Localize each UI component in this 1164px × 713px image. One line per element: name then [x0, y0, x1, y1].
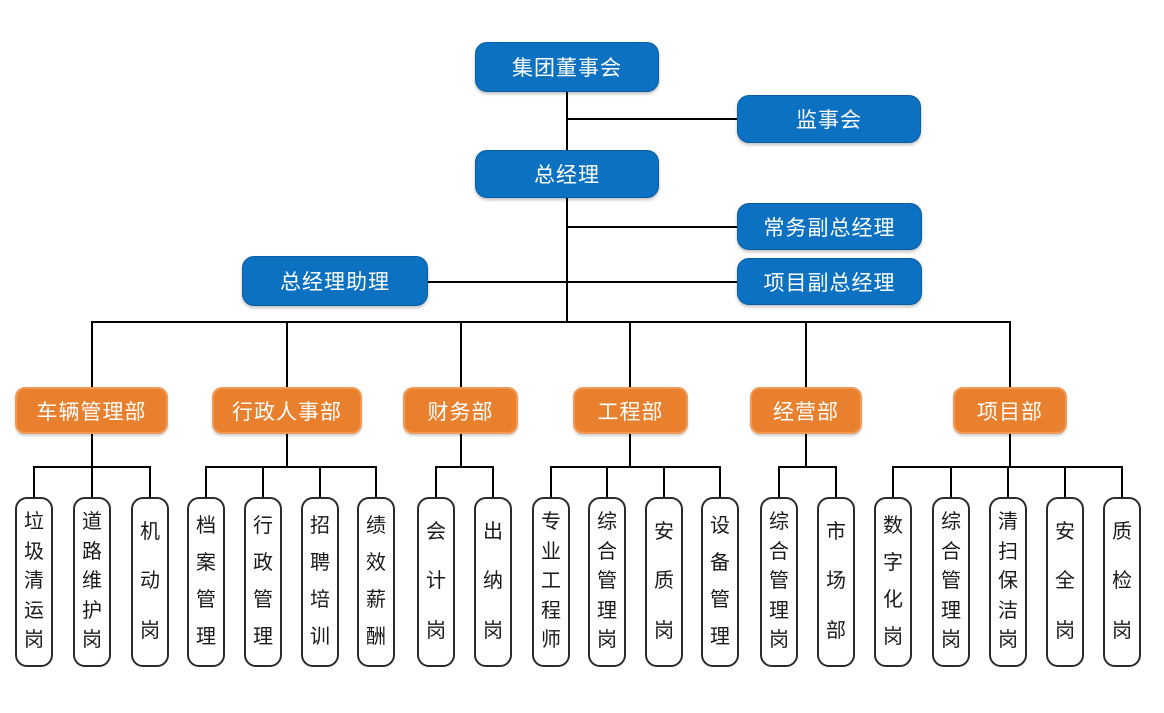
node-project-deputy-gm: 项目副总经理: [737, 258, 922, 305]
position-label: 道路维护岗: [82, 511, 102, 652]
position-label: 综合管理岗: [941, 511, 961, 652]
dept-box-finance: 财务部: [403, 387, 518, 434]
position-box: 综合管理岗: [932, 497, 970, 667]
position-box: 行政管理: [244, 497, 282, 667]
position-label: 会计岗: [426, 521, 446, 642]
position-box: 绩效薪酬: [357, 497, 395, 667]
position-box: 道路维护岗: [73, 497, 111, 667]
position-label: 机动岗: [140, 521, 160, 642]
dept-box-engineering: 工程部: [573, 387, 688, 434]
position-label: 垃圾清运岗: [24, 511, 44, 652]
dept-box-vehicle-mgmt: 车辆管理部: [15, 387, 168, 434]
position-box: 清扫保洁岗: [989, 497, 1027, 667]
position-box: 专业工程师: [532, 497, 570, 667]
position-label: 综合管理岗: [769, 511, 789, 652]
position-box: 安质岗: [645, 497, 683, 667]
position-box: 档案管理: [187, 497, 225, 667]
position-box: 机动岗: [131, 497, 169, 667]
position-label: 档案管理: [196, 515, 216, 648]
dept-box-admin-hr: 行政人事部: [212, 387, 362, 434]
position-label: 市场部: [826, 521, 846, 642]
node-supervisory-board: 监事会: [737, 95, 921, 143]
position-box: 招聘培训: [301, 497, 339, 667]
position-label: 专业工程师: [541, 511, 561, 652]
position-box: 综合管理岗: [760, 497, 798, 667]
node-gm-assistant: 总经理助理: [242, 256, 428, 306]
position-label: 综合管理岗: [597, 511, 617, 652]
position-label: 招聘培训: [310, 515, 330, 648]
position-box: 数字化岗: [874, 497, 912, 667]
position-label: 清扫保洁岗: [998, 511, 1018, 652]
position-box: 质检岗: [1103, 497, 1141, 667]
position-label: 安全岗: [1055, 521, 1075, 642]
position-label: 出纳岗: [483, 521, 503, 642]
node-general-manager: 总经理: [475, 150, 659, 198]
position-label: 数字化岗: [883, 515, 903, 648]
position-label: 绩效薪酬: [366, 515, 386, 648]
position-label: 质检岗: [1112, 521, 1132, 642]
node-group-board: 集团董事会: [475, 42, 659, 92]
position-label: 设备管理: [710, 515, 730, 648]
position-box: 设备管理: [701, 497, 739, 667]
position-label: 安质岗: [654, 521, 674, 642]
dept-box-project: 项目部: [953, 387, 1067, 434]
position-box: 安全岗: [1046, 497, 1084, 667]
position-box: 会计岗: [417, 497, 455, 667]
node-exec-deputy-gm: 常务副总经理: [737, 203, 922, 250]
position-label: 行政管理: [253, 515, 273, 648]
position-box: 综合管理岗: [588, 497, 626, 667]
position-box: 出纳岗: [474, 497, 512, 667]
position-box: 垃圾清运岗: [15, 497, 53, 667]
dept-box-business: 经营部: [750, 387, 862, 434]
position-box: 市场部: [817, 497, 855, 667]
